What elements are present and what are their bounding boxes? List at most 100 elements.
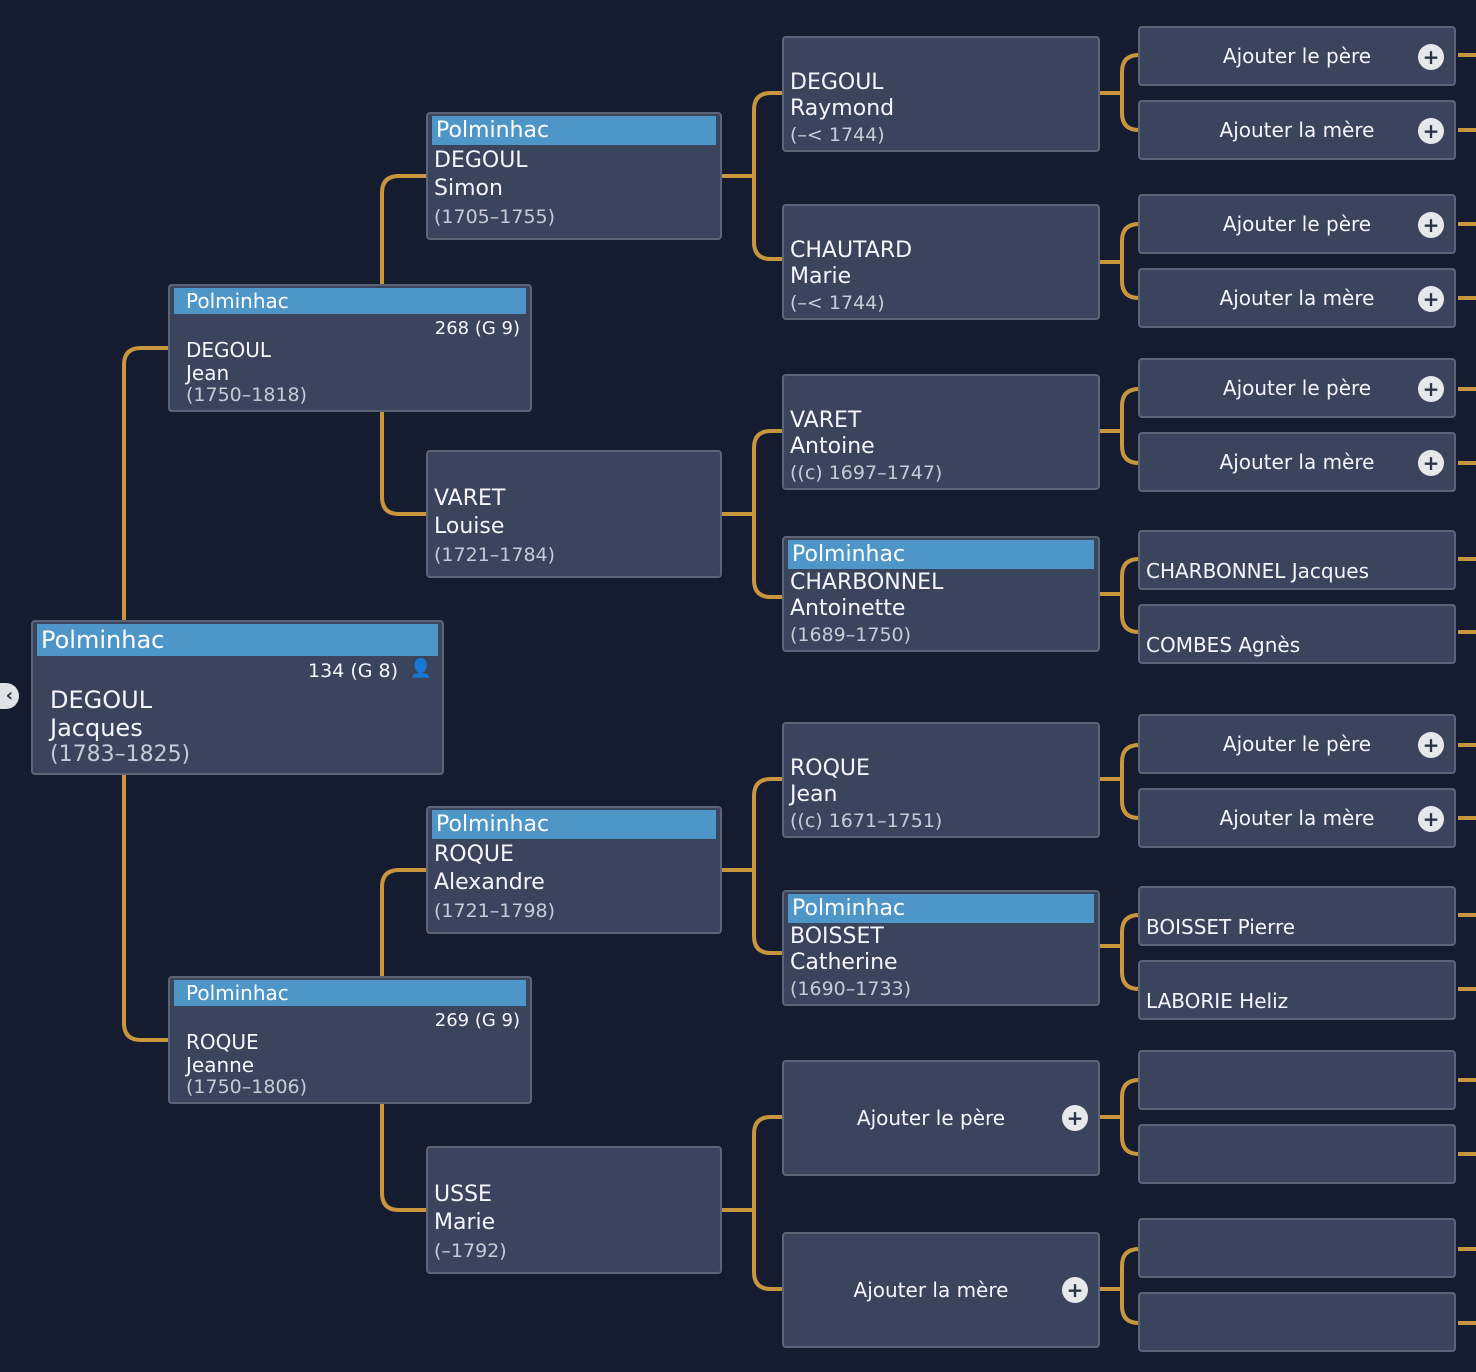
life-dates: (1721–1798)	[434, 900, 556, 922]
life-dates: (1750–1806)	[186, 1076, 308, 1098]
person-card-paternal-grandfather[interactable]: Polminhac DEGOUL Simon (1705–1755)	[426, 112, 722, 240]
add-father-label: Ajouter le père	[856, 1106, 1006, 1130]
first-name: Catherine	[790, 950, 898, 975]
first-name: Marie	[790, 264, 852, 289]
first-name: Jean	[790, 782, 838, 807]
place-tag: Polminhac	[432, 810, 716, 839]
last-name: CHARBONNEL	[790, 570, 944, 595]
person-card-gen5[interactable]: BOISSET Pierre	[1138, 886, 1456, 946]
place-tag: Polminhac	[37, 624, 438, 656]
person-card-gen4-6[interactable]: Polminhac BOISSET Catherine (1690–1733)	[782, 890, 1100, 1006]
add-father-card[interactable]: Ajouter le père +	[782, 1060, 1100, 1176]
person-card-root[interactable]: Polminhac 134 (G 8) 👤 DEGOUL Jacques (17…	[31, 620, 444, 775]
sosa-number: 268 (G 9)	[434, 318, 520, 339]
sosa-number: 134 (G 8)	[308, 660, 398, 682]
first-name: Louise	[434, 514, 505, 539]
plus-icon[interactable]: +	[1418, 118, 1444, 144]
person-name: CHARBONNEL Jacques	[1146, 559, 1369, 583]
add-mother-button[interactable]: Ajouter la mère +	[1138, 788, 1456, 848]
person-name: BOISSET Pierre	[1146, 915, 1296, 939]
add-father-button[interactable]: Ajouter le père +	[1138, 194, 1456, 254]
add-mother-label: Ajouter la mère	[853, 1278, 1009, 1302]
person-card-gen5[interactable]: CHARBONNEL Jacques	[1138, 530, 1456, 590]
first-name: Simon	[434, 176, 503, 201]
user-icon: 👤	[409, 658, 432, 679]
person-card-mother[interactable]: Polminhac 269 (G 9) ROQUE Jeanne (1750–1…	[168, 976, 532, 1104]
add-father-label: Ajouter le père	[1222, 376, 1372, 400]
empty-card	[1138, 1124, 1456, 1184]
life-dates: (1689–1750)	[790, 624, 912, 646]
last-name: DEGOUL	[186, 338, 272, 362]
last-name: DEGOUL	[50, 686, 153, 714]
add-mother-label: Ajouter la mère	[1219, 450, 1375, 474]
empty-card	[1138, 1050, 1456, 1110]
life-dates: ((c) 1671–1751)	[790, 810, 943, 832]
plus-icon[interactable]: +	[1418, 212, 1444, 238]
sosa-number: 269 (G 9)	[434, 1010, 520, 1031]
plus-icon[interactable]: +	[1418, 806, 1444, 832]
plus-icon[interactable]: +	[1062, 1277, 1088, 1303]
place-tag: Polminhac	[174, 288, 526, 314]
life-dates: (1783–1825)	[50, 742, 191, 767]
person-card-gen4-5[interactable]: ROQUE Jean ((c) 1671–1751)	[782, 722, 1100, 838]
life-dates: (1690–1733)	[790, 978, 912, 1000]
first-name: Raymond	[790, 96, 895, 121]
last-name: VARET	[790, 408, 862, 433]
add-father-label: Ajouter le père	[1222, 44, 1372, 68]
plus-icon[interactable]: +	[1418, 286, 1444, 312]
plus-icon[interactable]: +	[1418, 450, 1444, 476]
last-name: DEGOUL	[434, 148, 528, 173]
first-name: Alexandre	[434, 870, 545, 895]
add-father-label: Ajouter le père	[1222, 732, 1372, 756]
person-card-paternal-grandmother[interactable]: VARET Louise (1721–1784)	[426, 450, 722, 578]
add-father-button[interactable]: Ajouter le père +	[1138, 358, 1456, 418]
person-name: COMBES Agnès	[1146, 633, 1301, 657]
add-mother-label: Ajouter la mère	[1219, 806, 1375, 830]
last-name: ROQUE	[790, 756, 870, 781]
add-mother-label: Ajouter la mère	[1219, 118, 1375, 142]
person-card-maternal-grandfather[interactable]: Polminhac ROQUE Alexandre (1721–1798)	[426, 806, 722, 934]
add-mother-button[interactable]: Ajouter la mère +	[1138, 100, 1456, 160]
person-card-gen4-2[interactable]: CHAUTARD Marie (–< 1744)	[782, 204, 1100, 320]
person-card-gen5[interactable]: COMBES Agnès	[1138, 604, 1456, 664]
person-card-maternal-grandmother[interactable]: USSE Marie (–1792)	[426, 1146, 722, 1274]
last-name: CHAUTARD	[790, 238, 913, 263]
first-name: Marie	[434, 1210, 496, 1235]
first-name: Antoine	[790, 434, 875, 459]
person-card-gen5[interactable]: LABORIE Heliz	[1138, 960, 1456, 1020]
life-dates: (–< 1744)	[790, 124, 885, 146]
last-name: ROQUE	[186, 1030, 259, 1054]
person-card-gen4-4[interactable]: Polminhac CHARBONNEL Antoinette (1689–17…	[782, 536, 1100, 652]
life-dates: (–1792)	[434, 1240, 507, 1262]
life-dates: (1721–1784)	[434, 544, 556, 566]
plus-icon[interactable]: +	[1418, 376, 1444, 402]
plus-icon[interactable]: +	[1418, 44, 1444, 70]
first-name: Jeanne	[186, 1053, 255, 1077]
person-card-gen4-3[interactable]: VARET Antoine ((c) 1697–1747)	[782, 374, 1100, 490]
add-mother-button[interactable]: Ajouter la mère +	[1138, 432, 1456, 492]
empty-card	[1138, 1292, 1456, 1352]
last-name: VARET	[434, 486, 506, 511]
add-father-button[interactable]: Ajouter le père +	[1138, 714, 1456, 774]
add-mother-card[interactable]: Ajouter la mère +	[782, 1232, 1100, 1348]
place-tag: Polminhac	[432, 116, 716, 145]
first-name: Jean	[186, 361, 230, 385]
empty-card	[1138, 1218, 1456, 1278]
plus-icon[interactable]: +	[1062, 1105, 1088, 1131]
last-name: DEGOUL	[790, 70, 884, 95]
add-father-button[interactable]: Ajouter le père +	[1138, 26, 1456, 86]
plus-icon[interactable]: +	[1418, 732, 1444, 758]
person-card-father[interactable]: Polminhac 268 (G 9) DEGOUL Jean (1750–18…	[168, 284, 532, 412]
person-card-gen4-1[interactable]: DEGOUL Raymond (–< 1744)	[782, 36, 1100, 152]
life-dates: ((c) 1697–1747)	[790, 462, 943, 484]
collapse-arrow-icon[interactable]: ‹	[0, 683, 19, 709]
person-name: LABORIE Heliz	[1146, 989, 1289, 1013]
add-father-label: Ajouter le père	[1222, 212, 1372, 236]
life-dates: (–< 1744)	[790, 292, 885, 314]
add-mother-button[interactable]: Ajouter la mère +	[1138, 268, 1456, 328]
last-name: ROQUE	[434, 842, 514, 867]
place-tag: Polminhac	[788, 894, 1094, 923]
first-name: Antoinette	[790, 596, 906, 621]
last-name: BOISSET	[790, 924, 884, 949]
